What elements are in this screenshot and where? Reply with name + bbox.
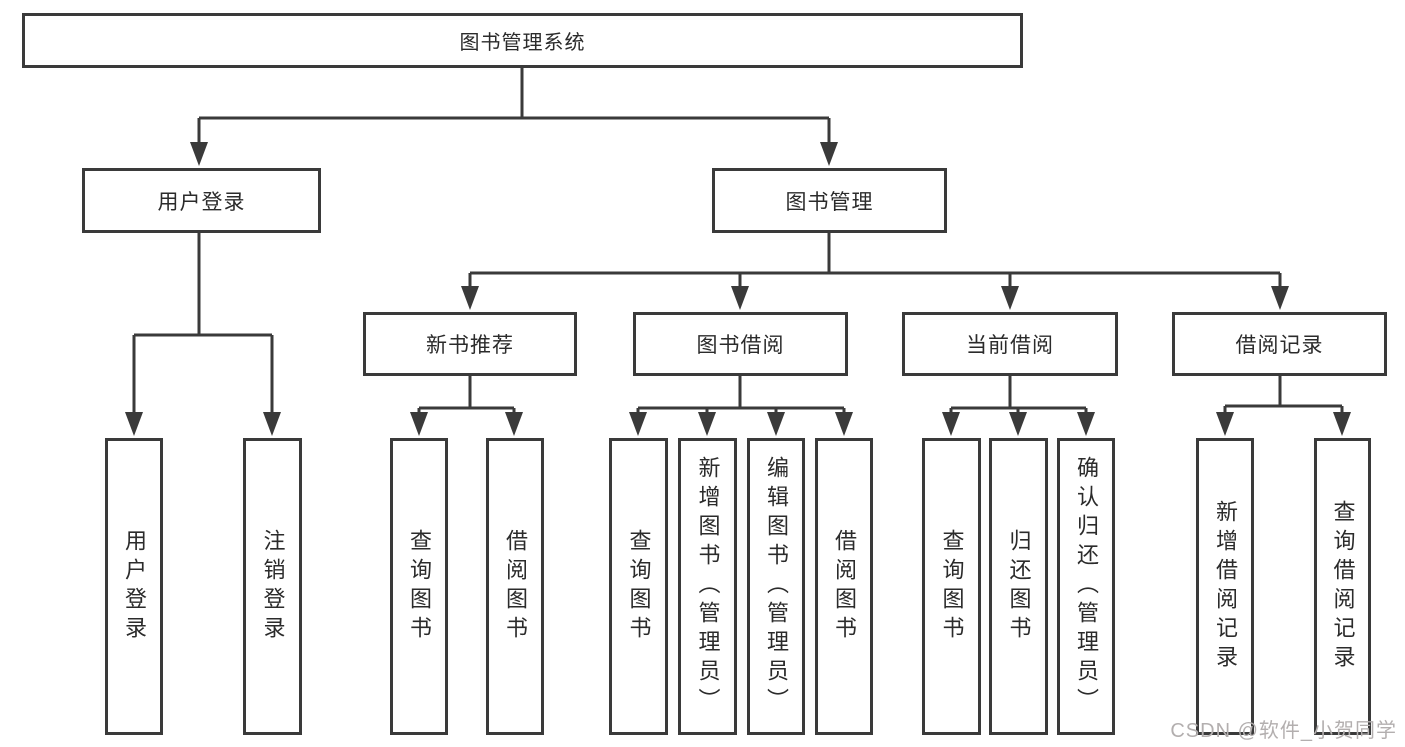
node-new-book-recommend: 新书推荐 — [363, 312, 577, 376]
leaf-borrow-borrow-book: 借阅图书 — [815, 438, 873, 735]
leaf-current-query-book: 查询图书 — [922, 438, 981, 735]
node-borrowing-records: 借阅记录 — [1172, 312, 1387, 376]
leaf-borrow-add-book-admin: 新增图书（管理员） — [678, 438, 737, 735]
node-library-management-system: 图书管理系统 — [22, 13, 1023, 68]
leaf-borrow-edit-book-admin: 编辑图书（管理员） — [747, 438, 805, 735]
leaf-records-query-record: 查询借阅记录 — [1314, 438, 1371, 735]
node-user-login: 用户登录 — [82, 168, 321, 233]
csdn-watermark: CSDN @软件_小贺同学 — [1170, 720, 1397, 742]
leaf-recommend-query-book: 查询图书 — [390, 438, 448, 735]
leaf-logout: 注销登录 — [243, 438, 302, 735]
leaf-recommend-borrow-book: 借阅图书 — [486, 438, 544, 735]
leaf-records-add-record: 新增借阅记录 — [1196, 438, 1254, 735]
node-book-borrowing: 图书借阅 — [633, 312, 848, 376]
leaf-current-confirm-return-admin: 确认归还（管理员） — [1057, 438, 1115, 735]
node-book-management: 图书管理 — [712, 168, 947, 233]
leaf-borrow-query-book: 查询图书 — [609, 438, 668, 735]
leaf-user-login: 用户登录 — [105, 438, 163, 735]
leaf-current-return-book: 归还图书 — [989, 438, 1048, 735]
node-current-borrowing: 当前借阅 — [902, 312, 1118, 376]
